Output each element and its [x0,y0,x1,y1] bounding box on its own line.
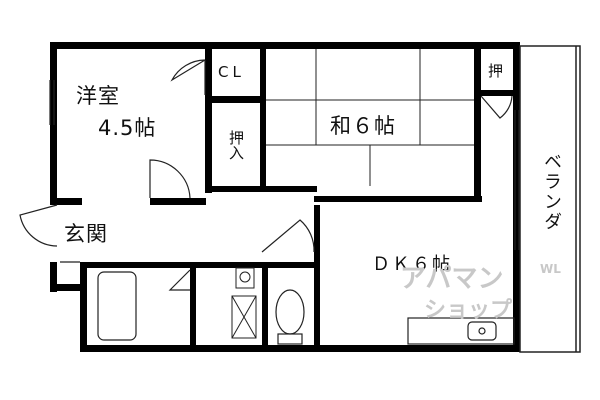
kitchen-counter [407,317,515,345]
bathtub [97,271,137,341]
entrance-label: 玄関 [64,222,108,246]
door-swings [19,59,513,291]
western-room-size: 4.5帖 [98,116,157,140]
sink-basin [235,267,255,289]
watermark-main-top: アパマン [400,264,504,294]
japanese-room-label: 和６帖 [330,114,396,138]
oshiire-small-label: 押 [488,62,504,80]
interior-walls [57,42,513,352]
balcony-label: ベランダ [541,152,562,232]
balcony-outline [519,45,581,353]
watermark-main-bottom: ショップ [424,298,513,323]
tatami-lines [266,49,474,186]
toilet [275,289,305,345]
windows [49,80,520,263]
washing-machine [231,295,257,339]
oshiire-left-label: 押入 [227,130,245,160]
western-room-name: 洋室 [76,84,120,108]
closet-cl-label: CL [218,63,245,81]
dining-kitchen-label: ＤＫ６帖 [372,254,452,275]
watermark-small: WL [540,262,561,276]
